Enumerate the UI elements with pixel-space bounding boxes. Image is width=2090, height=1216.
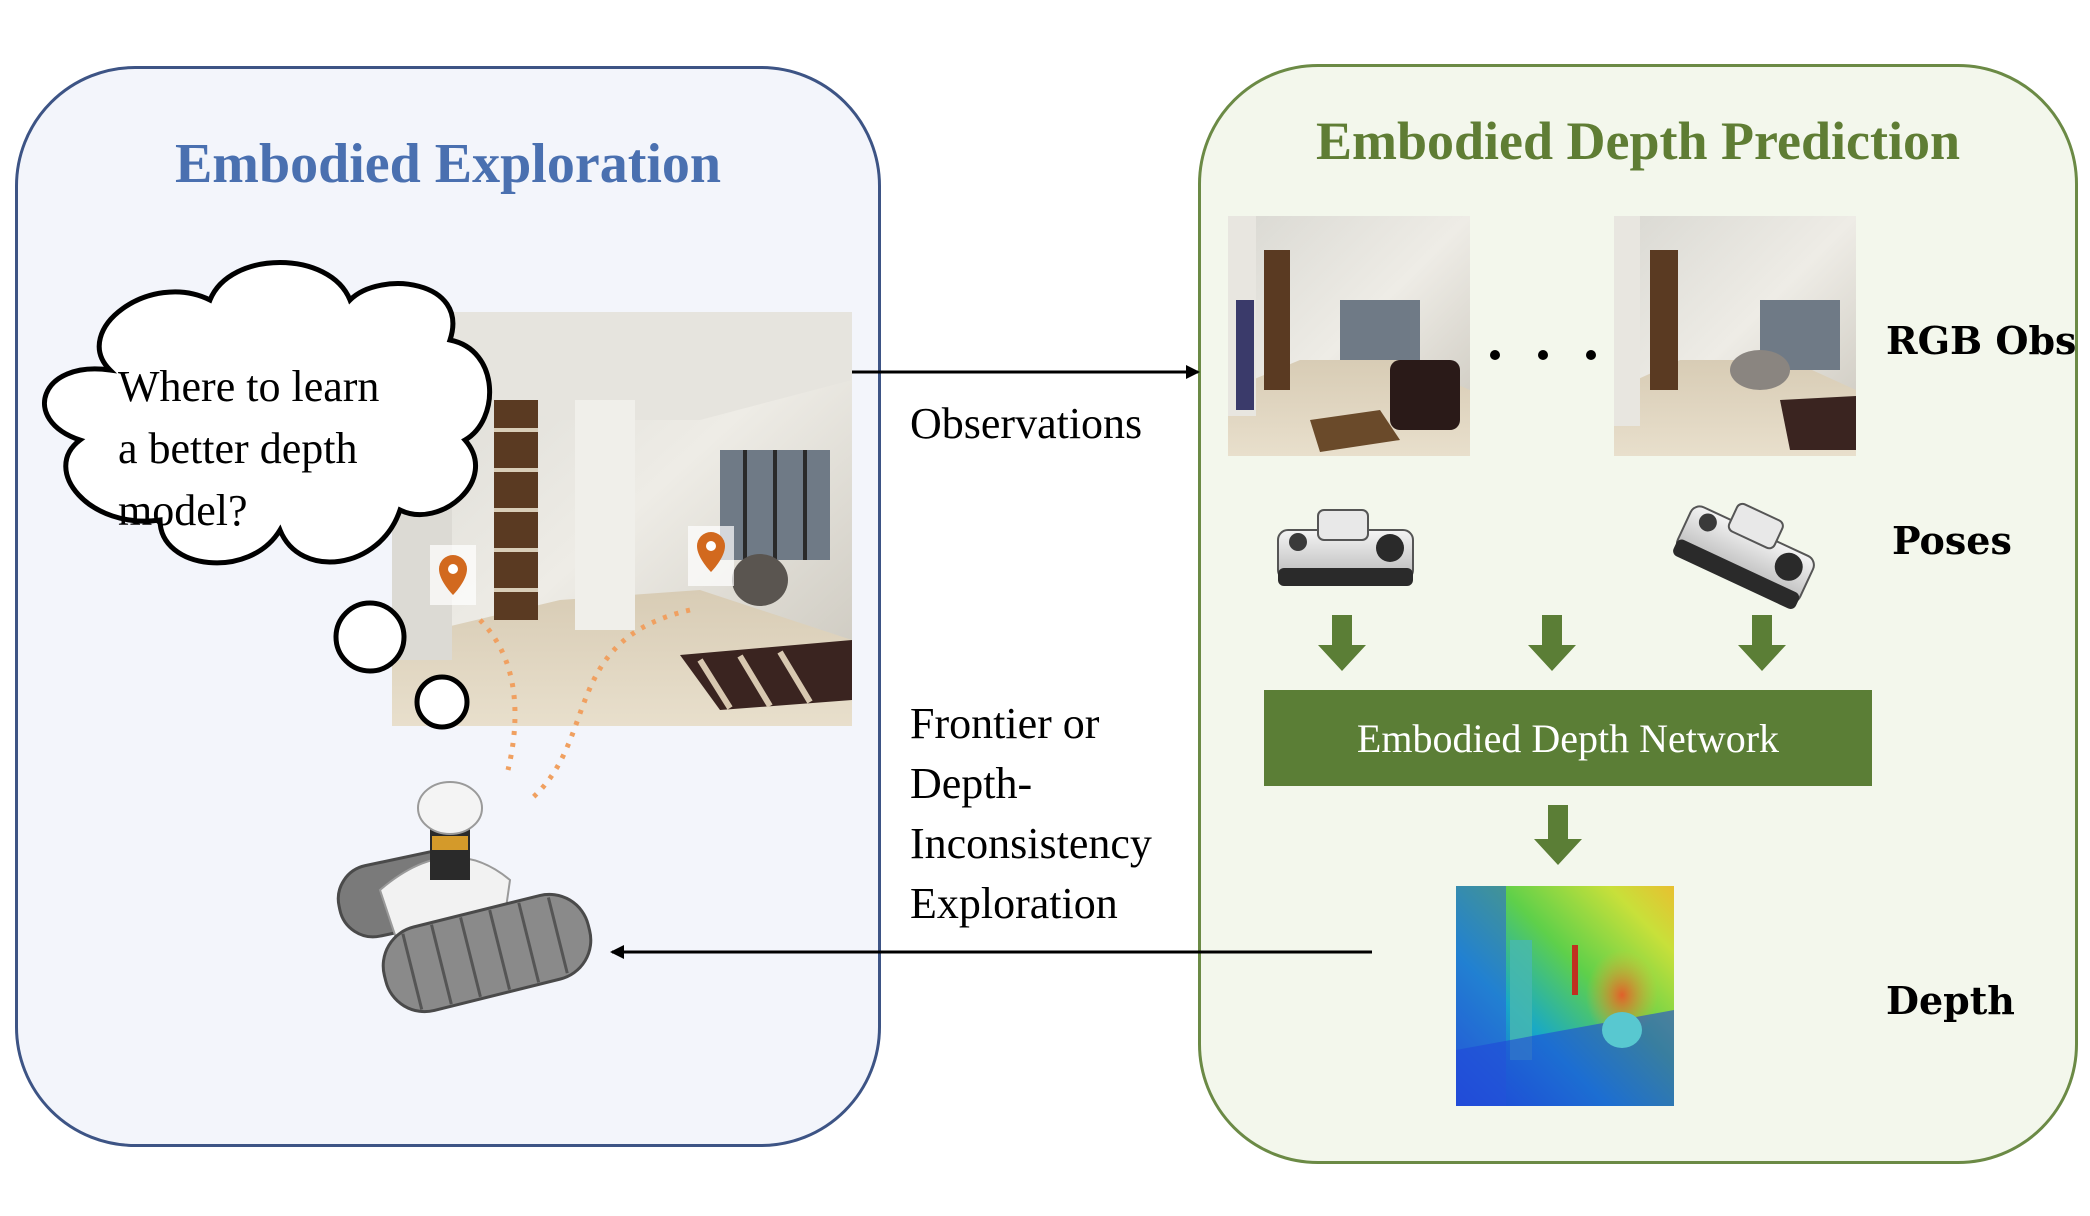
camera-pose-icon xyxy=(1277,509,1414,586)
ellipsis-dot xyxy=(1490,350,1500,360)
down-arrow-icon xyxy=(1534,805,1582,865)
location-marker-icon xyxy=(439,555,467,595)
left-panel-title: Embodied Exploration xyxy=(174,133,722,195)
ellipsis-dot xyxy=(1586,350,1596,360)
down-arrow-icon xyxy=(1318,615,1366,671)
thought-bubble-line-2: a better depth xyxy=(118,424,358,473)
embodied-depth-network-box: Embodied Depth Network xyxy=(1264,690,1872,786)
exploration-label-line-2: Depth- xyxy=(910,759,1033,808)
rgb-observation-thumbnail xyxy=(1228,216,1470,456)
robot-icon xyxy=(336,781,593,1014)
thought-bubble-line-1: Where to learn xyxy=(118,362,380,411)
location-marker-icon xyxy=(697,532,725,572)
camera-pose-icon xyxy=(1673,502,1815,609)
depth-map-image xyxy=(1456,886,1674,1106)
down-arrow-icon xyxy=(1528,615,1576,671)
down-arrow-icon xyxy=(1738,615,1786,671)
rgb-observation-thumbnail xyxy=(1614,216,1856,456)
thought-cloud xyxy=(41,260,493,730)
exploration-label-line-3: Inconsistency xyxy=(910,819,1152,868)
network-label: Embodied Depth Network xyxy=(1356,715,1780,761)
observations-label: Observations xyxy=(910,399,1143,448)
poses-label: Poses xyxy=(1892,518,2012,563)
rgb-obs-label: RGB Obs xyxy=(1886,318,2077,363)
ellipsis-dot xyxy=(1538,350,1548,360)
exploration-label-line-1: Frontier or xyxy=(910,699,1100,748)
right-panel-title: Embodied Depth Prediction xyxy=(1315,111,1961,171)
exploration-label-line-4: Exploration xyxy=(910,879,1118,928)
thought-bubble-line-3: model? xyxy=(118,486,248,535)
depth-label: Depth xyxy=(1886,978,2015,1023)
